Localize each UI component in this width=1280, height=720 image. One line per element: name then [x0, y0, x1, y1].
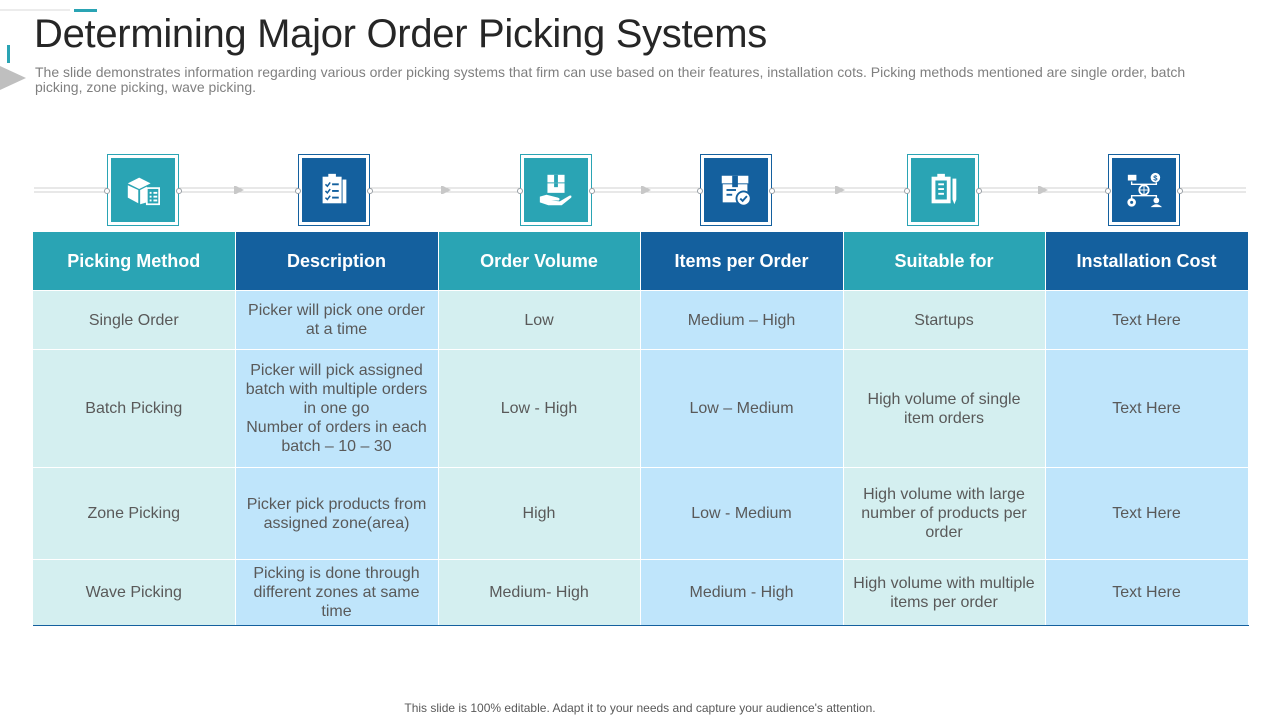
- clipboard-list-icon: [302, 158, 366, 222]
- table-row: Wave Picking Picking is done through dif…: [33, 559, 1249, 626]
- cell-order-volume: Low: [438, 290, 641, 350]
- table-row: Single Order Picker will pick one order …: [33, 290, 1249, 350]
- arrow-icon: [641, 186, 651, 194]
- cell-installation-cost: Text Here: [1045, 559, 1249, 626]
- header-order-volume: Order Volume: [438, 232, 641, 291]
- cell-description: Picker pick products from assigned zone(…: [235, 467, 439, 560]
- cell-picking-method: Zone Picking: [33, 467, 236, 560]
- installation-cost-icon-frame: $: [1105, 154, 1183, 226]
- cell-items-per-order: Medium – High: [640, 290, 844, 350]
- timeline-connector: [34, 186, 1246, 194]
- cell-suitable-for: Startups: [843, 290, 1046, 350]
- picking-systems-table: Picking Method Description Order Volume …: [33, 232, 1249, 626]
- header-picking-method: Picking Method: [33, 232, 236, 291]
- boxes-checklist-icon: [111, 158, 175, 222]
- cell-items-per-order: Medium - High: [640, 559, 844, 626]
- hand-package-icon: [524, 158, 588, 222]
- network-settings-icon: $: [1112, 158, 1176, 222]
- picking-method-icon-frame: [104, 154, 182, 226]
- cell-picking-method: Single Order: [33, 290, 236, 350]
- description-icon-frame: [295, 154, 373, 226]
- cell-items-per-order: Low - Medium: [640, 467, 844, 560]
- cell-description: Picking is done through different zones …: [235, 559, 439, 626]
- page-title: Determining Major Order Picking Systems: [34, 12, 767, 56]
- header-items-per-order: Items per Order: [640, 232, 844, 291]
- items-per-order-icon-frame: [697, 154, 775, 226]
- arrow-icon: [1038, 186, 1048, 194]
- cell-order-volume: High: [438, 467, 641, 560]
- cell-suitable-for: High volume with multiple items per orde…: [843, 559, 1046, 626]
- package-check-icon: [704, 158, 768, 222]
- table-header-row: Picking Method Description Order Volume …: [33, 232, 1249, 291]
- cell-suitable-for: High volume with large number of product…: [843, 467, 1046, 560]
- cell-suitable-for: High volume of single item orders: [843, 349, 1046, 468]
- clipboard-document-icon: [911, 158, 975, 222]
- arrow-icon: [835, 186, 845, 194]
- cell-order-volume: Low - High: [438, 349, 641, 468]
- corner-decoration: [0, 9, 97, 90]
- cell-installation-cost: Text Here: [1045, 467, 1249, 560]
- cell-picking-method: Batch Picking: [33, 349, 236, 468]
- footer-note: This slide is 100% editable. Adapt it to…: [404, 701, 876, 715]
- order-volume-icon-frame: [517, 154, 595, 226]
- page-subtitle: The slide demonstrates information regar…: [35, 64, 1186, 95]
- cell-description: Picker will pick one order at a time: [235, 290, 439, 350]
- header-installation-cost: Installation Cost: [1045, 232, 1249, 291]
- header-description: Description: [235, 232, 439, 291]
- table-row: Batch Picking Picker will pick assigned …: [33, 349, 1249, 468]
- svg-text:$: $: [1153, 174, 1158, 183]
- cell-order-volume: Medium- High: [438, 559, 641, 626]
- cell-items-per-order: Low – Medium: [640, 349, 844, 468]
- suitable-for-icon-frame: [904, 154, 982, 226]
- cell-description: Picker will pick assigned batch with mul…: [235, 349, 439, 468]
- cell-installation-cost: Text Here: [1045, 290, 1249, 350]
- cell-installation-cost: Text Here: [1045, 349, 1249, 468]
- arrow-icon: [234, 186, 244, 194]
- table-row: Zone Picking Picker pick products from a…: [33, 467, 1249, 560]
- cell-picking-method: Wave Picking: [33, 559, 236, 626]
- arrow-icon: [441, 186, 451, 194]
- header-suitable-for: Suitable for: [843, 232, 1046, 291]
